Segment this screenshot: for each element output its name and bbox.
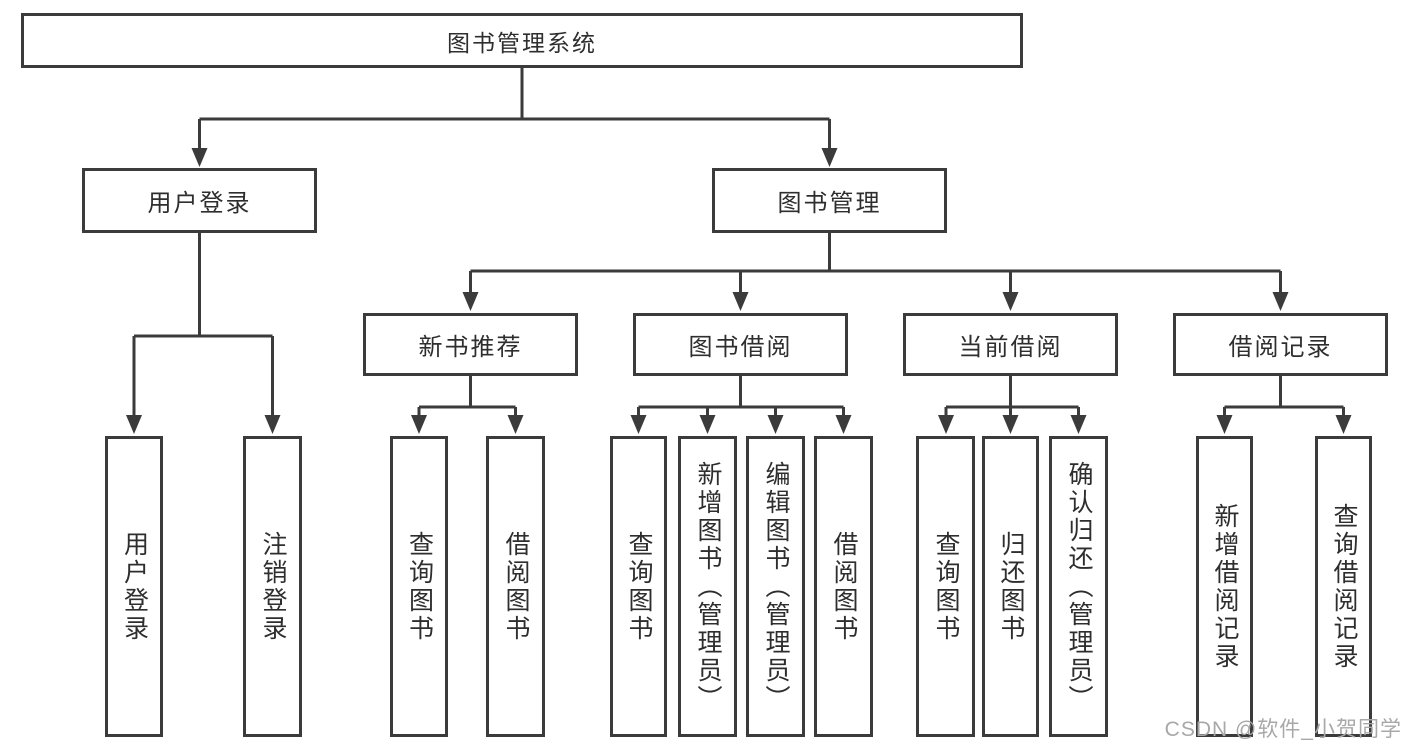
node-current-borrowing: 当前借阅 <box>903 313 1118 376</box>
leaf-label: 用户登录 <box>120 530 149 643</box>
leaf-logout: 注销登录 <box>243 436 302 737</box>
leaf-borrow-books-recommend: 借阅图书 <box>486 436 545 737</box>
leaf-query-books-current: 查询图书 <box>916 436 975 737</box>
leaf-add-borrow-record: 新增借阅记录 <box>1196 436 1253 737</box>
leaf-label: 借阅图书 <box>830 530 858 643</box>
leaf-user-login: 用户登录 <box>105 436 163 737</box>
node-book-management: 图书管理 <box>712 168 947 233</box>
leaf-label: 查询图书 <box>405 530 434 643</box>
leaf-label: 查询图书 <box>625 530 653 643</box>
node-label: 用户登录 <box>147 190 252 217</box>
leaf-query-borrow-record: 查询借阅记录 <box>1315 436 1372 737</box>
node-new-book-recommendation: 新书推荐 <box>363 313 578 376</box>
node-user-login: 用户登录 <box>82 168 317 233</box>
leaf-edit-book-admin: 编辑图书（管理员） <box>746 436 805 737</box>
leaf-label: 归还图书 <box>997 530 1025 643</box>
leaf-label: 编辑图书（管理员） <box>762 460 790 713</box>
leaf-label: 注销登录 <box>259 530 287 643</box>
leaf-query-books-borrowing: 查询图书 <box>610 436 667 737</box>
leaf-label: 查询借阅记录 <box>1330 502 1358 671</box>
node-label: 图书管理 <box>777 190 882 217</box>
node-label: 图书借阅 <box>688 334 793 361</box>
watermark: CSDN @软件_小贺同学 <box>1164 718 1402 741</box>
leaf-label: 新增图书（管理员） <box>694 460 722 713</box>
leaf-confirm-return-admin: 确认归还（管理员） <box>1049 436 1108 737</box>
node-library-management-system: 图书管理系统 <box>21 13 1023 68</box>
node-label: 新书推荐 <box>418 334 523 361</box>
node-label: 借阅记录 <box>1228 334 1333 361</box>
node-book-borrowing: 图书借阅 <box>633 313 848 376</box>
leaf-query-books-recommend: 查询图书 <box>390 436 448 737</box>
node-label: 当前借阅 <box>958 334 1063 361</box>
node-label: 图书管理系统 <box>447 29 597 56</box>
leaf-label: 借阅图书 <box>502 530 530 643</box>
leaf-add-book-admin: 新增图书（管理员） <box>678 436 737 737</box>
leaf-label: 确认归还（管理员） <box>1065 460 1093 713</box>
leaf-label: 新增借阅记录 <box>1211 502 1239 671</box>
leaf-return-books: 归还图书 <box>982 436 1039 737</box>
leaf-label: 查询图书 <box>932 530 960 643</box>
node-borrowing-records: 借阅记录 <box>1173 313 1388 376</box>
leaf-borrow-books: 借阅图书 <box>814 436 873 737</box>
